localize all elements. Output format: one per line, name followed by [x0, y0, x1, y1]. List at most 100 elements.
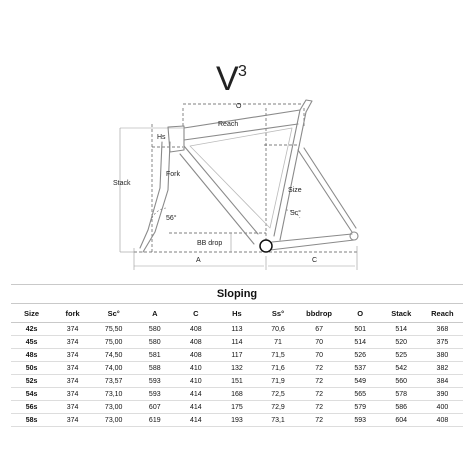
model-title: V	[216, 60, 239, 98]
label-angle-front: 56°	[166, 214, 177, 222]
table-cell: 408	[175, 322, 217, 336]
table-cell: 168	[216, 387, 258, 401]
table-cell: 72	[298, 361, 340, 375]
table-cell: 414	[175, 387, 217, 401]
table-cell: 72,9	[257, 400, 299, 414]
label-o: O	[236, 103, 242, 110]
table-cell: 537	[339, 361, 381, 375]
label-bb-drop: BB drop	[197, 240, 222, 247]
table-cell: 384	[421, 374, 463, 388]
table-cell: 74,50	[93, 348, 135, 362]
table-title: Sloping	[11, 284, 463, 303]
table-cell: 390	[421, 387, 463, 401]
column-header: Sc°	[93, 303, 135, 323]
bicycle-frame	[139, 99, 359, 253]
table-cell: 67	[298, 322, 340, 336]
table-cell: 42s	[11, 322, 53, 336]
table-cell: 408	[175, 348, 217, 362]
table-cell: 593	[134, 387, 176, 401]
table-cell: 72	[298, 387, 340, 401]
table-cell: 374	[52, 361, 94, 375]
table-cell: 580	[134, 335, 176, 349]
table-cell: 565	[339, 387, 381, 401]
table-cell: 113	[216, 322, 258, 336]
table-cell: 525	[380, 348, 422, 362]
table-cell: 75,00	[93, 335, 135, 349]
label-reach: Reach	[218, 121, 238, 128]
table-cell: 70,6	[257, 322, 299, 336]
table-cell: 48s	[11, 348, 53, 362]
table-cell: 619	[134, 413, 176, 427]
table-cell: 410	[175, 374, 217, 388]
label-angle-seat: Sc°	[290, 209, 301, 217]
table-cell: 400	[421, 400, 463, 414]
column-header: C	[175, 303, 217, 323]
table-cell: 501	[339, 322, 381, 336]
column-header: Ss°	[257, 303, 299, 323]
label-a: A	[196, 257, 201, 264]
label-stack: Stack	[113, 180, 131, 187]
table-cell: 580	[134, 322, 176, 336]
table-cell: 593	[339, 413, 381, 427]
column-header: Stack	[380, 303, 422, 323]
table-cell: 175	[216, 400, 258, 414]
table-cell: 408	[421, 413, 463, 427]
table-cell: 74,00	[93, 361, 135, 375]
table-cell: 542	[380, 361, 422, 375]
table-cell: 54s	[11, 387, 53, 401]
table-cell: 374	[52, 400, 94, 414]
table-cell: 374	[52, 413, 94, 427]
label-c: C	[312, 257, 317, 264]
table-cell: 72	[298, 374, 340, 388]
table-cell: 70	[298, 335, 340, 349]
table-cell: 72	[298, 413, 340, 427]
table-cell: 581	[134, 348, 176, 362]
table-cell: 578	[380, 387, 422, 401]
dimension-lines	[134, 103, 357, 253]
table-cell: 70	[298, 348, 340, 362]
table-cell: 593	[134, 374, 176, 388]
table-cell: 75,50	[93, 322, 135, 336]
column-header: A	[134, 303, 176, 323]
table-cell: 375	[421, 335, 463, 349]
table-cell: 151	[216, 374, 258, 388]
table-cell: 71	[257, 335, 299, 349]
column-header: Size	[11, 303, 53, 323]
table-cell: 374	[52, 322, 94, 336]
table-cell: 579	[339, 400, 381, 414]
table-cell: 374	[52, 387, 94, 401]
table-cell: 374	[52, 374, 94, 388]
bottom-bracket	[259, 239, 273, 253]
table-cell: 520	[380, 335, 422, 349]
column-header: O	[339, 303, 381, 323]
table-cell: 117	[216, 348, 258, 362]
table-cell: 607	[134, 400, 176, 414]
table-cell: 132	[216, 361, 258, 375]
table-cell: 382	[421, 361, 463, 375]
table-cell: 514	[380, 322, 422, 336]
table-cell: 414	[175, 413, 217, 427]
table-cell: 374	[52, 335, 94, 349]
table-cell: 514	[339, 335, 381, 349]
table-cell: 73,10	[93, 387, 135, 401]
column-header: fork	[52, 303, 94, 323]
table-cell: 588	[134, 361, 176, 375]
table-cell: 380	[421, 348, 463, 362]
column-header: bbdrop	[298, 303, 340, 323]
dimension-brackets	[119, 127, 358, 270]
table-cell: 408	[175, 335, 217, 349]
label-size: Size	[288, 187, 302, 194]
table-cell: 73,57	[93, 374, 135, 388]
table-cell: 586	[380, 400, 422, 414]
label-hs: Hs	[157, 134, 166, 141]
